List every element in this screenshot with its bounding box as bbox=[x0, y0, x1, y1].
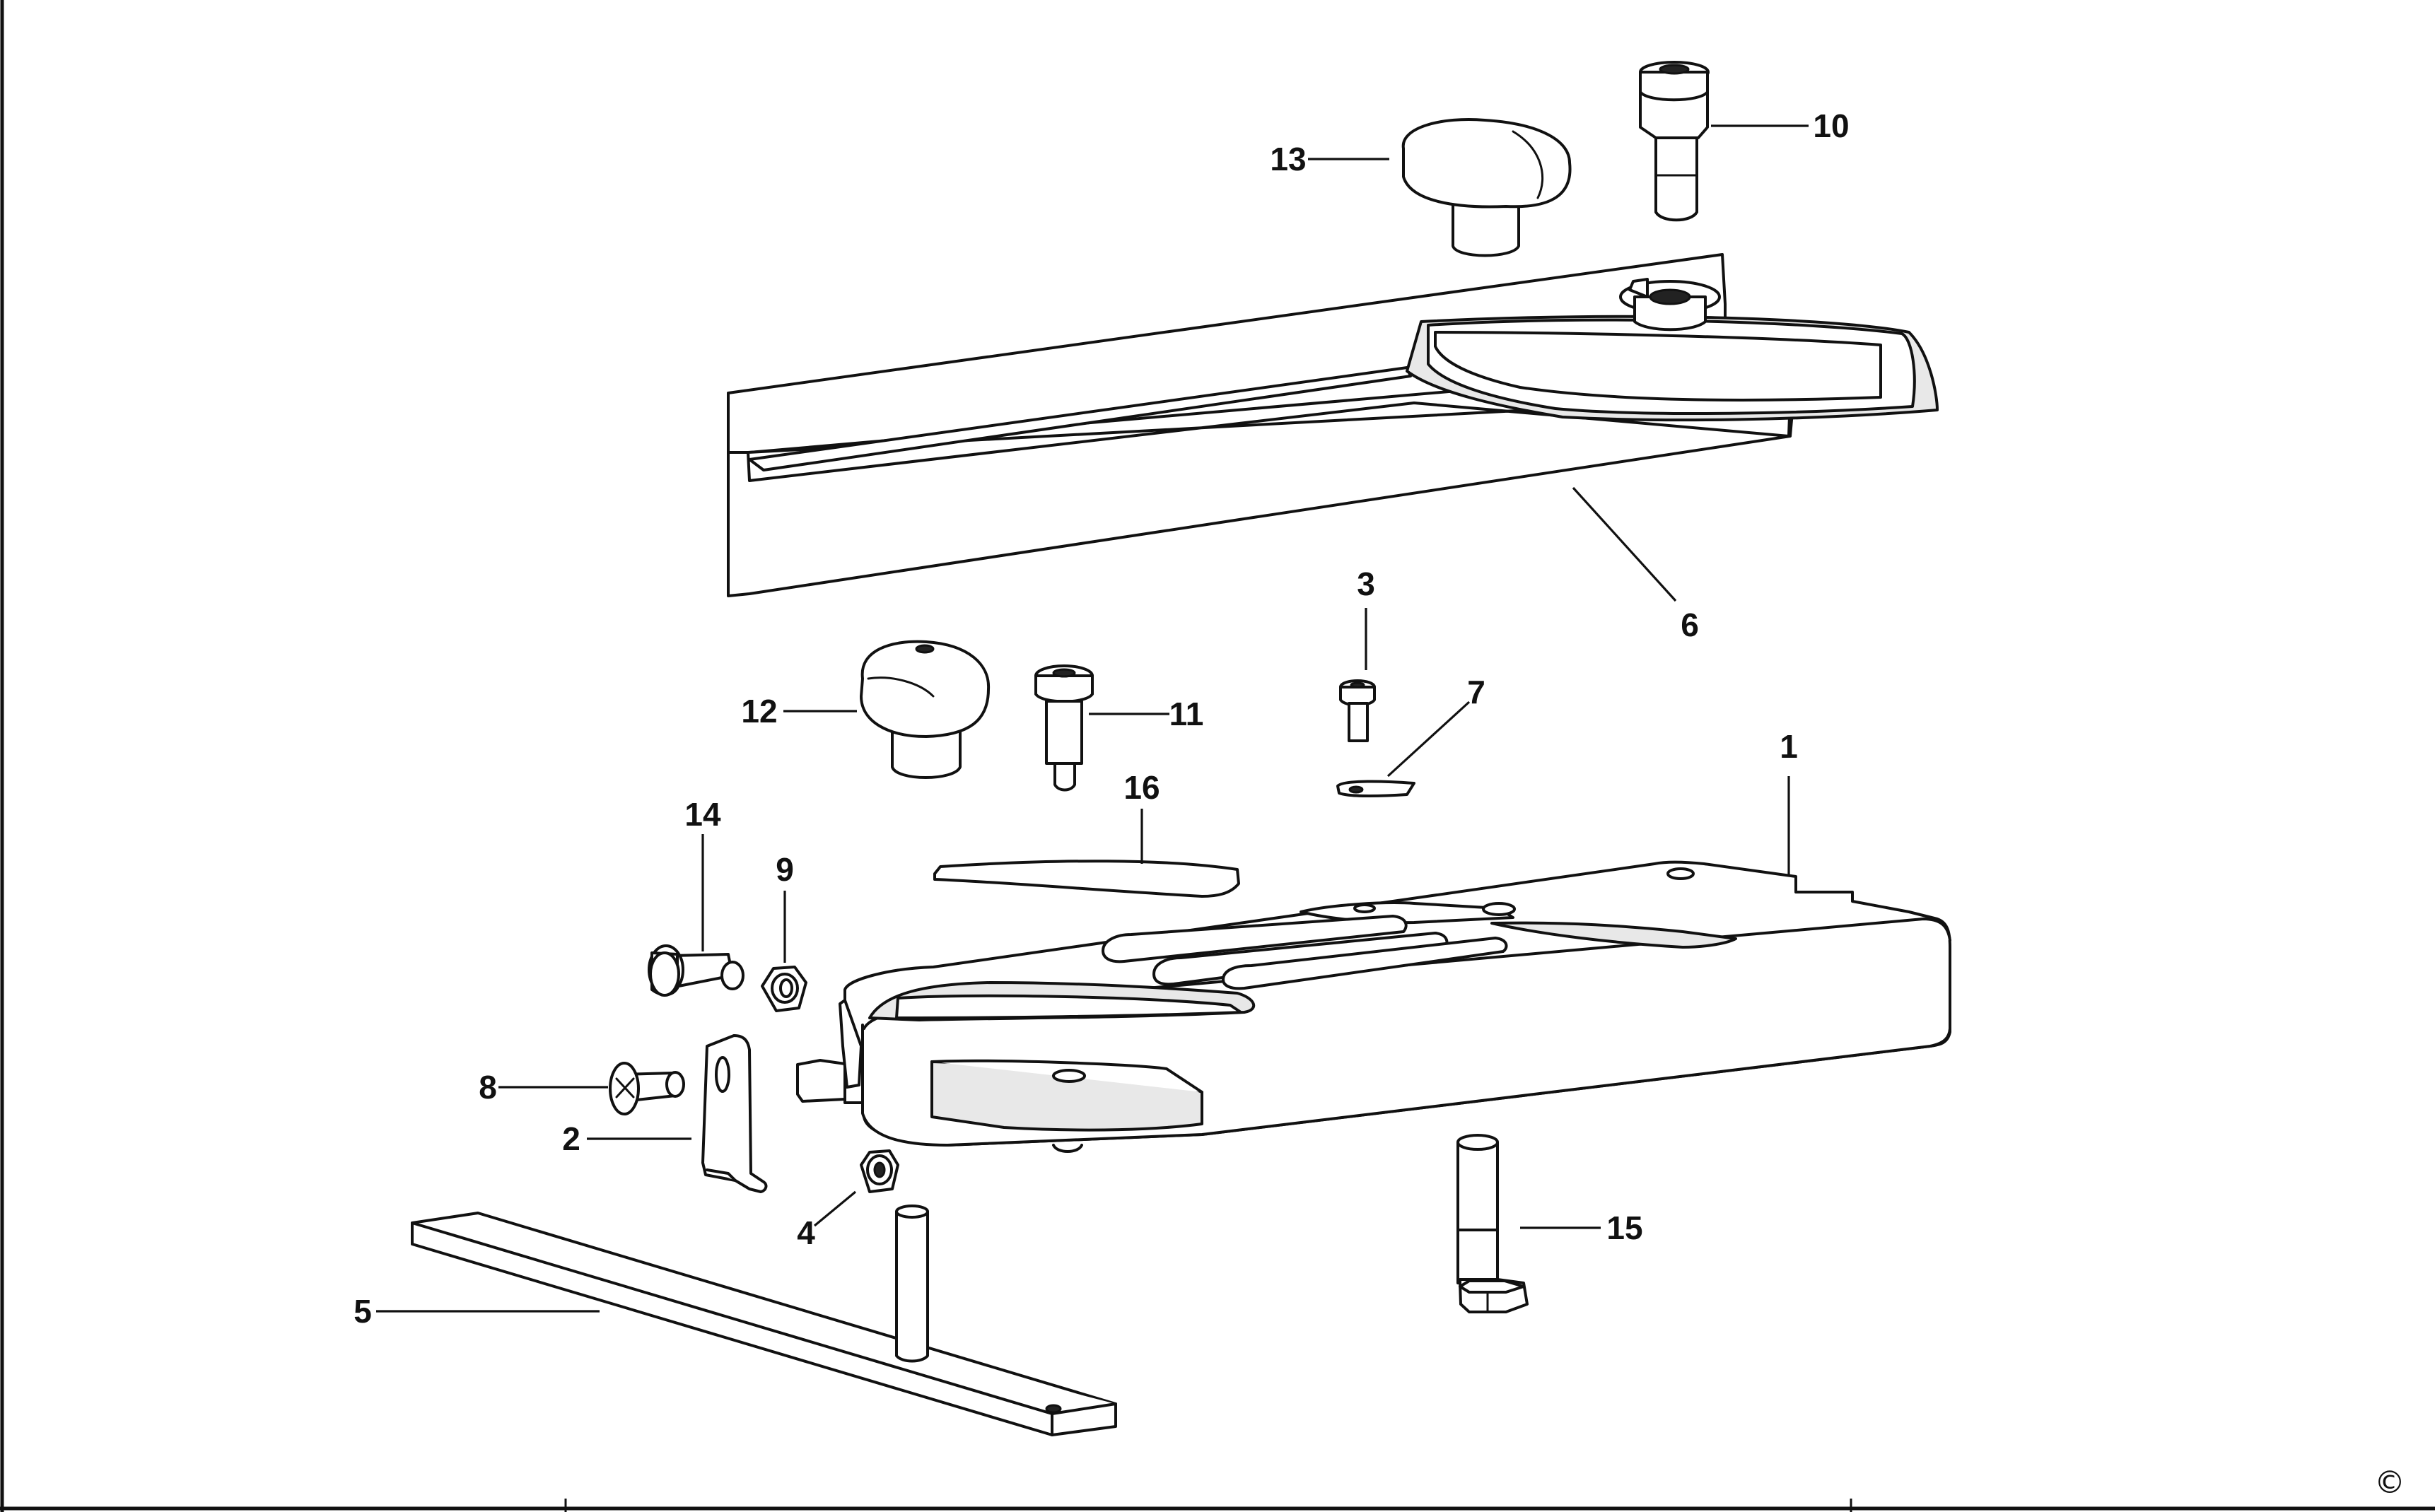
part-13-knob bbox=[1401, 118, 1572, 257]
callout-13: 13 bbox=[1270, 141, 1306, 177]
part-14-screw bbox=[648, 944, 744, 997]
callout-3: 3 bbox=[1357, 565, 1375, 602]
leader-lines bbox=[376, 124, 1809, 1313]
leader-6 bbox=[1572, 486, 1677, 602]
callout-11: 11 bbox=[1169, 696, 1204, 732]
leader-7 bbox=[1386, 701, 1471, 778]
callout-16: 16 bbox=[1123, 769, 1160, 806]
callout-6: 6 bbox=[1681, 606, 1699, 643]
callout-15: 15 bbox=[1606, 1209, 1642, 1246]
callout-4: 4 bbox=[797, 1214, 815, 1251]
part-11-bolt bbox=[1034, 664, 1094, 792]
callout-1: 1 bbox=[1780, 728, 1798, 765]
part-15-bolt bbox=[1456, 1134, 1529, 1313]
leader-4 bbox=[813, 1190, 857, 1227]
part-5-guide-bar bbox=[411, 1205, 1117, 1436]
callout-8: 8 bbox=[479, 1069, 497, 1106]
callout-2: 2 bbox=[562, 1120, 580, 1157]
part-16-plate bbox=[933, 860, 1240, 898]
callout-7: 7 bbox=[1467, 674, 1485, 710]
part-7-pointer bbox=[1336, 780, 1415, 797]
part-2-bracket bbox=[701, 1034, 768, 1193]
part-1-base bbox=[796, 860, 1951, 1153]
callout-9: 9 bbox=[776, 851, 794, 888]
part-10-bolt bbox=[1639, 61, 1710, 222]
copyright-symbol: © bbox=[2374, 1465, 2405, 1501]
part-6-fence bbox=[727, 253, 1939, 597]
part-3-screw bbox=[1339, 679, 1376, 742]
part-9-nut bbox=[761, 966, 807, 1012]
callout-10: 10 bbox=[1813, 107, 1849, 144]
callout-14: 14 bbox=[684, 796, 721, 833]
part-8-screw bbox=[609, 1062, 685, 1115]
part-12-knob bbox=[860, 640, 991, 779]
callout-12: 12 bbox=[741, 693, 777, 729]
callout-5: 5 bbox=[354, 1293, 372, 1330]
callout-labels: 1 2 3 4 5 6 7 8 9 10 11 12 13 14 15 16 bbox=[354, 107, 1849, 1330]
part-4-nut bbox=[860, 1149, 899, 1193]
